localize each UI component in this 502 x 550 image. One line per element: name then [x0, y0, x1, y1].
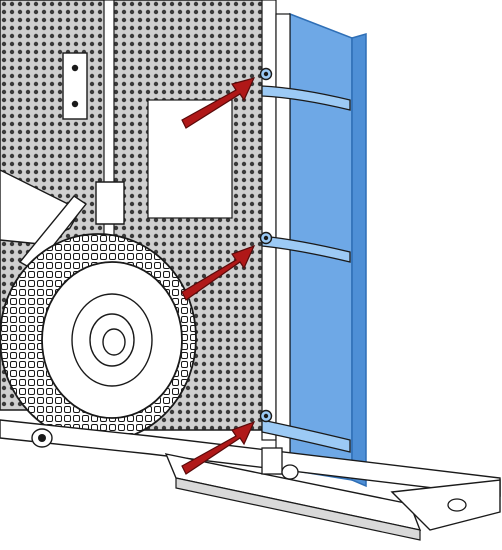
screw-icon — [71, 100, 79, 108]
screw-icon — [71, 64, 79, 72]
middle-fastener — [259, 231, 273, 245]
callout-arrows — [181, 77, 256, 475]
red-callout-arrow-icon — [181, 77, 256, 129]
wheel-arm — [0, 169, 125, 271]
red-callout-arrow-icon — [181, 420, 256, 475]
screw-icon — [447, 498, 467, 512]
mounting-plate — [62, 52, 88, 120]
base-frame — [0, 419, 501, 541]
panel-brackets — [261, 85, 351, 453]
fasteners — [259, 67, 273, 423]
hub — [102, 328, 126, 356]
upper-fastener — [259, 67, 273, 81]
lower-fastener — [259, 409, 273, 423]
wheel — [0, 233, 197, 443]
red-callout-arrow-icon — [181, 244, 256, 301]
